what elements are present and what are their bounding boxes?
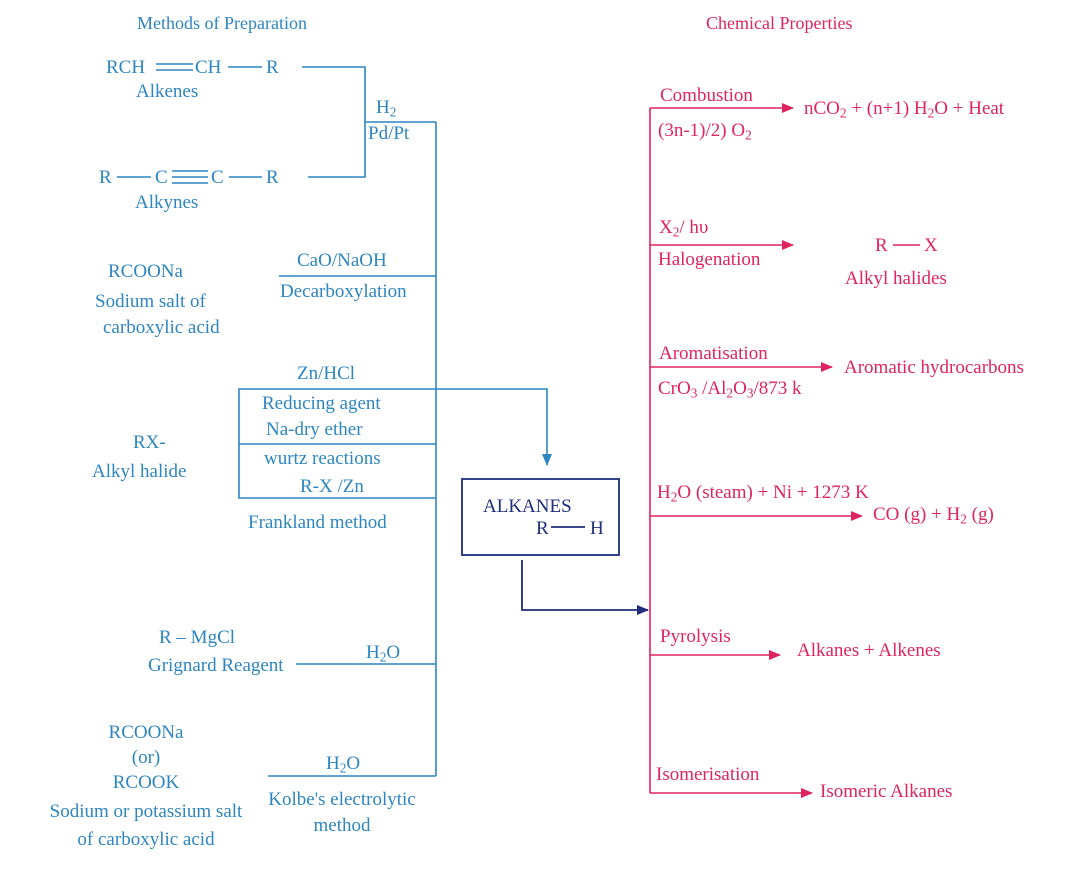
salt-formula: RCOONa xyxy=(108,261,183,282)
kolbe-salt-line5: of carboxylic acid xyxy=(77,829,215,850)
grignard-reagent: H2O xyxy=(366,642,401,665)
pyrolysis-name: Pyrolysis xyxy=(660,626,731,647)
alkene-rch: RCH xyxy=(106,57,146,78)
alkene-r: R xyxy=(266,57,279,78)
grignard-formula: R – MgCl xyxy=(159,627,236,648)
preparation-lines xyxy=(117,63,552,777)
kolbe-salt-line4: Sodium or potassium salt xyxy=(49,801,243,822)
isomer-product: Isomeric Alkanes xyxy=(820,781,953,802)
halogen-product-r: R xyxy=(875,235,888,256)
halogen-product-x: X xyxy=(924,235,938,256)
alkanes-formula-h: H xyxy=(590,518,604,539)
kolbe-salt-line2: (or) xyxy=(131,747,161,768)
wurtz-reagent: Na-dry ether xyxy=(266,419,363,440)
kolbe-name-line1: Kolbe's electrolytic xyxy=(268,789,416,810)
kolbe-name-line2: method xyxy=(313,815,371,836)
halide-name: Alkyl halide xyxy=(92,461,187,482)
arom-reagent: CrO3 /Al2O3/873 k xyxy=(658,378,802,401)
wurtz-name: wurtz reactions xyxy=(264,448,381,469)
reduction-reagent: Zn/HCl xyxy=(297,363,356,384)
steam-product: CO (g) + H2 (g) xyxy=(873,504,994,527)
preparation-heading: Methods of Preparation xyxy=(137,13,307,33)
arom-name: Aromatisation xyxy=(659,343,768,364)
kolbe-salt-line1: RCOONa xyxy=(108,722,184,743)
alkyne-name: Alkynes xyxy=(135,192,199,213)
combustion-name: Combustion xyxy=(660,85,753,106)
halide-formula: RX- xyxy=(133,432,166,453)
halogen-name: Halogenation xyxy=(658,249,761,270)
hydrogenation-catalyst: Pd/Pt xyxy=(368,123,410,144)
kolbe-salt-line3: RCOOK xyxy=(112,772,180,793)
alkyne-r1: R xyxy=(99,167,112,188)
frankland-name: Frankland method xyxy=(248,512,387,533)
salt-name-line1: Sodium salt of xyxy=(95,291,206,312)
salt-name-line2: carboxylic acid xyxy=(103,317,220,338)
halogen-reagent: X2/ hυ xyxy=(659,217,709,240)
alkanes-lines xyxy=(461,478,649,615)
kolbe-reagent: H2O xyxy=(326,753,361,776)
frankland-reagent: R-X /Zn xyxy=(300,476,364,497)
alkyne-c1: C xyxy=(155,167,168,188)
alkanes-formula-r: R xyxy=(536,518,549,539)
alkyne-c2: C xyxy=(211,167,224,188)
hydrogenation-reagent: H2 xyxy=(376,97,397,120)
combustion-products: nCO2 + (n+1) H2O + Heat xyxy=(804,98,1005,121)
isomer-name: Isomerisation xyxy=(656,764,760,785)
alkanes-title: ALKANES xyxy=(483,496,572,517)
decarb-reagent: CaO/NaOH xyxy=(297,250,387,271)
pyrolysis-product: Alkanes + Alkenes xyxy=(797,640,941,661)
grignard-name: Grignard Reagent xyxy=(148,655,284,676)
alkyne-r2: R xyxy=(266,167,279,188)
alkene-ch: CH xyxy=(195,57,222,78)
decarb-name: Decarboxylation xyxy=(280,281,407,302)
combustion-reagent: (3n-1)/2) O2 xyxy=(658,120,752,143)
properties-heading: Chemical Properties xyxy=(706,13,853,33)
reduction-name: Reducing agent xyxy=(262,393,381,414)
alkene-name: Alkenes xyxy=(136,81,199,102)
arom-product: Aromatic hydrocarbons xyxy=(844,357,1024,378)
steam-reagent: H2O (steam) + Ni + 1273 K xyxy=(657,482,869,505)
properties-lines xyxy=(649,103,920,798)
halogen-product-name: Alkyl halides xyxy=(845,268,947,289)
